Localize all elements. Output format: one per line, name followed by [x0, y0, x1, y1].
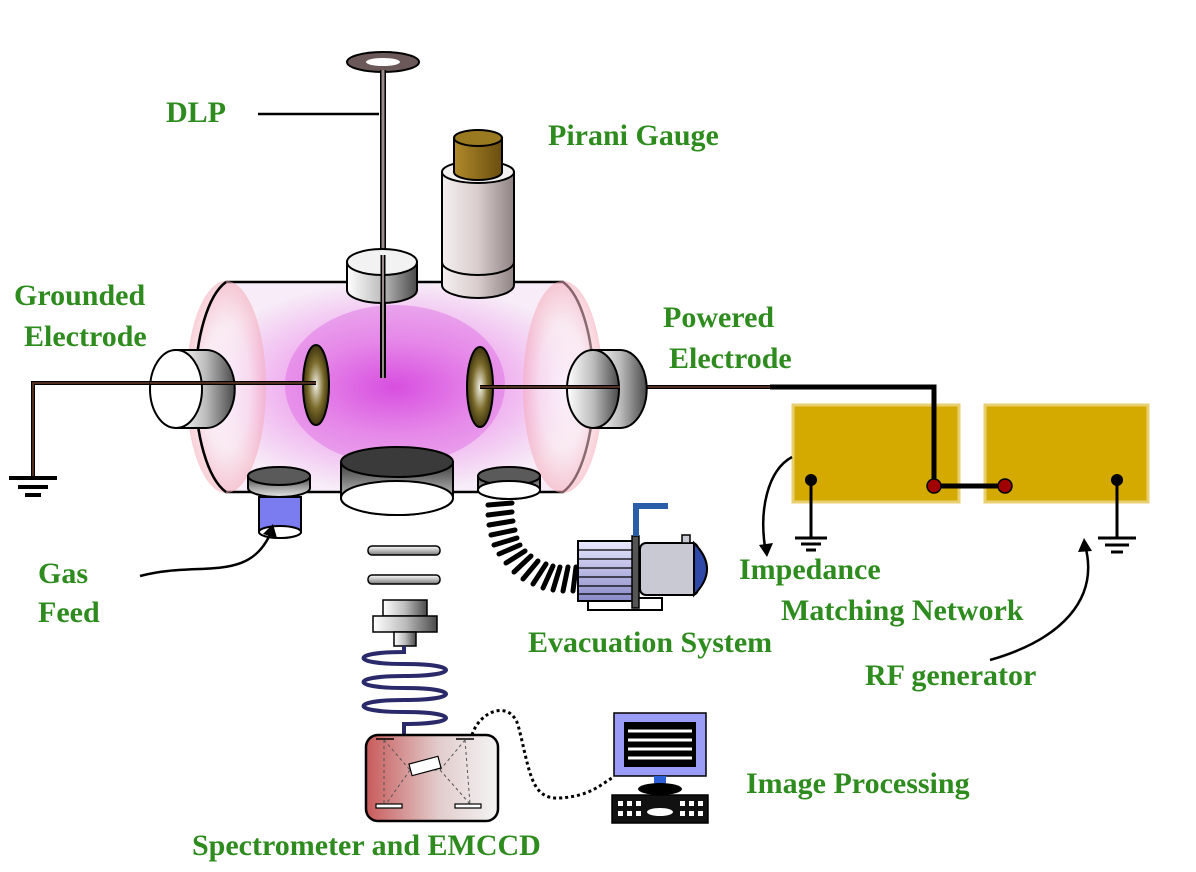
label-gas-line2: Feed: [38, 596, 100, 629]
impedance-arrow: [759, 455, 793, 557]
rf-generator-arrow: [989, 538, 1092, 662]
computer-monitor: [613, 712, 707, 795]
lens-2: [367, 574, 441, 585]
pirani-gauge: [441, 129, 515, 299]
computer-keyboard: [611, 794, 709, 824]
ground-symbol-left: [9, 476, 57, 497]
label-image-processing: Image Processing: [746, 767, 970, 800]
label-rf-generator: RF generator: [865, 659, 1036, 692]
label-grounded-line1: Grounded: [14, 279, 145, 312]
label-pirani-gauge: Pirani Gauge: [548, 119, 719, 152]
ground-symbol-network: [795, 474, 827, 552]
label-powered-line2: Electrode: [669, 342, 792, 375]
label-evacuation-system: Evacuation System: [528, 626, 772, 659]
label-powered-line1: Powered: [663, 301, 774, 334]
ground-symbol-generator: [1098, 474, 1136, 554]
label-dlp: DLP: [166, 96, 226, 129]
vacuum-pump: [577, 503, 708, 611]
plasma-glow: [285, 305, 505, 465]
optical-fiber: [361, 646, 448, 734]
network-output-terminal: [926, 478, 942, 494]
label-impedance-line1: Impedance: [739, 553, 881, 586]
viewport-window: [340, 446, 454, 516]
left-feedthrough: [149, 349, 236, 429]
generator-output-terminal: [997, 478, 1013, 494]
spectrometer-emccd: [364, 733, 500, 823]
label-gas-line1: Gas: [38, 557, 88, 590]
label-spectrometer: Spectrometer and EMCCD: [192, 829, 541, 862]
pump-port: [477, 466, 541, 500]
gas-feed-arrow: [139, 524, 277, 578]
label-impedance-line2: Matching Network: [781, 594, 1024, 627]
fiber-coupler: [372, 599, 438, 647]
label-grounded-line2: Electrode: [24, 320, 147, 353]
vacuum-hose: [485, 500, 579, 594]
lens-1: [367, 545, 441, 556]
gas-inlet-port: [247, 466, 311, 498]
